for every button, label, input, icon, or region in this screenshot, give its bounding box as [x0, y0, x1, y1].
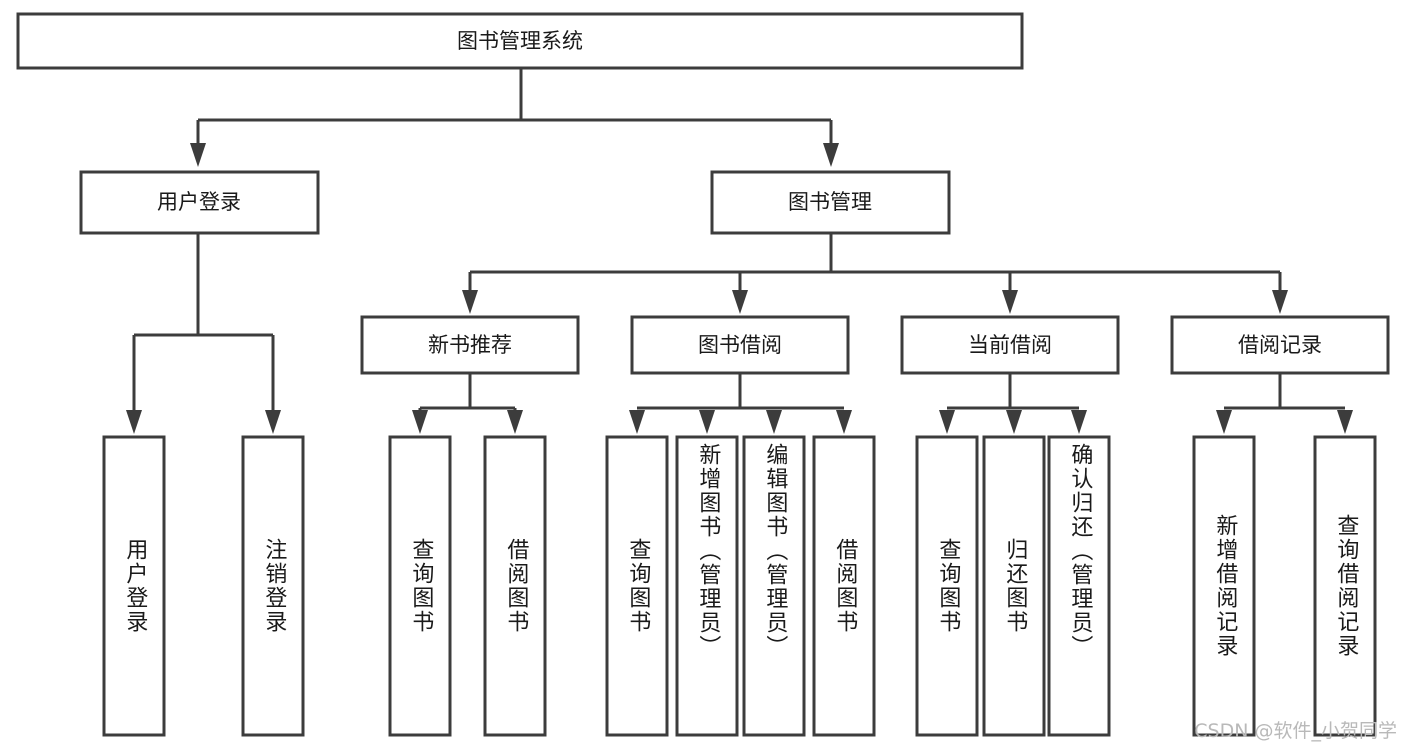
arrow-bm-to-borrow-record	[1272, 290, 1288, 314]
node-current-borrow-rect[interactable]	[900, 315, 1120, 375]
node-root[interactable]: 图书管理系统	[16, 12, 1024, 70]
arrow-nbr-leaf-1	[412, 410, 428, 434]
arrow-bb-leaf-2	[699, 410, 715, 434]
node-new-book-recommend[interactable]: 新书推荐	[360, 315, 580, 375]
leaf-box-query-book-rec[interactable]	[388, 435, 452, 737]
connector-group-user-login	[126, 233, 281, 434]
leaf-box-add-book[interactable]	[675, 435, 739, 737]
leaf-box-logout[interactable]	[241, 435, 305, 737]
leaf-box-query-book-cur[interactable]	[915, 435, 979, 737]
leaf-box-confirm-return[interactable]	[1047, 435, 1111, 737]
node-book-management-rect[interactable]	[710, 170, 951, 235]
node-borrow-record[interactable]: 借阅记录	[1170, 315, 1390, 375]
arrow-cb-leaf-2	[1006, 410, 1022, 434]
connector-group-book-management	[462, 233, 1288, 314]
arrow-bm-to-book-borrow	[732, 290, 748, 314]
leaf-box-add-record[interactable]	[1192, 435, 1256, 737]
node-root-rect[interactable]	[16, 12, 1024, 70]
arrow-br-leaf-2	[1337, 410, 1353, 434]
leaf-box-query-record[interactable]	[1313, 435, 1377, 737]
node-user-login-label: 用户登录	[157, 190, 241, 214]
node-root-label: 图书管理系统	[457, 29, 583, 53]
node-borrow-record-rect[interactable]	[1170, 315, 1390, 375]
node-book-borrow-rect[interactable]	[630, 315, 850, 375]
watermark-text: CSDN @软件_小贺同学	[1194, 720, 1397, 742]
node-new-book-recommend-rect[interactable]	[360, 315, 580, 375]
leaf-box-return-book[interactable]	[982, 435, 1046, 737]
arrow-user-login-leaf-2	[265, 410, 281, 434]
leaf-boxes	[102, 435, 1377, 737]
leaf-box-edit-book[interactable]	[742, 435, 806, 737]
connector-group-root	[190, 68, 839, 167]
node-user-login[interactable]: 用户登录	[79, 170, 320, 235]
connector-group-new-book-recommend	[412, 373, 523, 434]
arrow-root-to-user-login	[190, 143, 206, 167]
connector-group-book-borrow	[629, 373, 852, 434]
node-current-borrow-label: 当前借阅	[968, 333, 1052, 357]
node-borrow-record-label: 借阅记录	[1238, 333, 1322, 357]
node-book-borrow-label: 图书借阅	[698, 333, 782, 357]
arrow-user-login-leaf-1	[126, 410, 142, 434]
arrow-cb-leaf-1	[939, 410, 955, 434]
arrow-br-leaf-1	[1216, 410, 1232, 434]
arrow-bm-to-current-borrow	[1002, 290, 1018, 314]
connector-group-current-borrow	[939, 373, 1087, 434]
node-book-management[interactable]: 图书管理	[710, 170, 951, 235]
node-book-borrow[interactable]: 图书借阅	[630, 315, 850, 375]
node-new-book-recommend-label: 新书推荐	[428, 333, 512, 357]
arrow-bb-leaf-3	[766, 410, 782, 434]
arrow-bb-leaf-4	[836, 410, 852, 434]
leaf-box-borrow-book[interactable]	[812, 435, 876, 737]
arrow-root-to-book-management	[823, 143, 839, 167]
arrow-cb-leaf-3	[1071, 410, 1087, 434]
arrow-bm-to-new-book-recommend	[462, 290, 478, 314]
leaf-box-query-book-borrow[interactable]	[605, 435, 669, 737]
connector-group-borrow-record	[1216, 373, 1353, 434]
arrow-bb-leaf-1	[629, 410, 645, 434]
leaf-box-user-login[interactable]	[102, 435, 166, 737]
node-book-management-label: 图书管理	[788, 190, 872, 214]
arrow-nbr-leaf-2	[507, 410, 523, 434]
leaf-box-borrow-book-rec[interactable]	[483, 435, 547, 737]
node-current-borrow[interactable]: 当前借阅	[900, 315, 1120, 375]
node-user-login-rect[interactable]	[79, 170, 320, 235]
